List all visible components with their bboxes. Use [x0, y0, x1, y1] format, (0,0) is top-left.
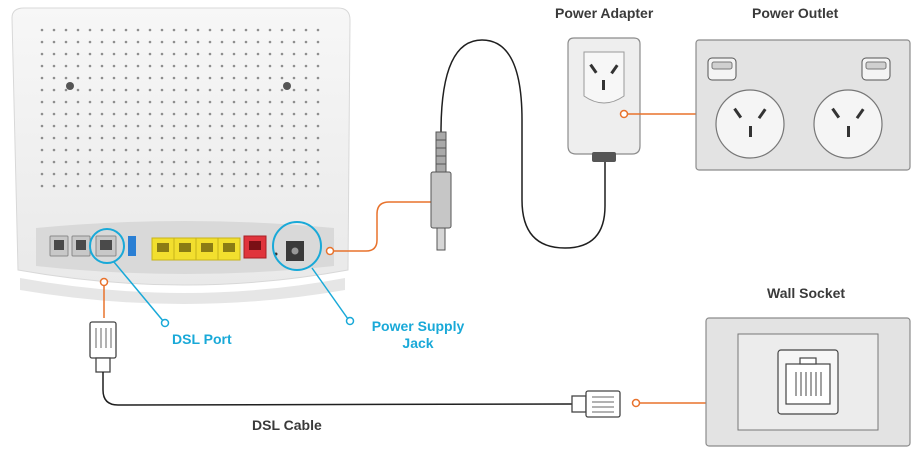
rj11-plug-router-boot	[95, 357, 111, 373]
power-cable	[440, 39, 606, 249]
rj11-plug-router	[89, 321, 117, 373]
rj11-plug-wall	[571, 390, 621, 418]
dsl-cable-label: DSL Cable	[252, 417, 322, 433]
lan-port-1-socket	[157, 243, 169, 252]
wan-port-socket	[249, 241, 261, 250]
power-adapter-socket-face	[583, 51, 625, 104]
power-jack-callout-line	[311, 267, 349, 320]
router-base-shadow	[20, 278, 345, 304]
power-jack-callout-dot	[345, 316, 355, 326]
power-supply-jack-label-line1: Power Supply	[371, 318, 465, 334]
lan-port-2-socket	[179, 243, 191, 252]
dsl-cable	[102, 372, 573, 406]
wall-socket-label: Wall Socket	[767, 285, 846, 301]
power-adapter-label: Power Adapter	[555, 5, 654, 21]
power-adapter	[567, 37, 641, 162]
dsl-port-label: DSL Port	[172, 331, 232, 347]
dsl-port-callout-circle	[89, 228, 125, 264]
dsl-port-callout-line	[113, 261, 165, 323]
usb-port	[128, 236, 136, 256]
power-outlet-label: Power Outlet	[752, 5, 839, 21]
power-supply-jack-label-line2: Jack	[402, 335, 434, 351]
phone-port-1-socket	[54, 240, 64, 250]
dsl-port-socket	[100, 240, 112, 250]
wall-socket	[705, 317, 911, 447]
rj11-plug-wall-body	[585, 390, 621, 418]
wall-callout-dot-plug	[631, 398, 641, 408]
outlet-callout-dot-adapter	[619, 109, 629, 119]
lan-port-4-socket	[223, 243, 235, 252]
outlet-socket-right	[813, 89, 883, 159]
dsl-cable-callout-dot-top	[99, 277, 109, 287]
power-outlet	[695, 39, 911, 171]
power-cable-callout-dot-router	[325, 246, 335, 256]
power-jack-callout-circle	[272, 221, 322, 271]
phone-port-2-socket	[76, 240, 86, 250]
lan-ports	[151, 237, 241, 261]
adapter-cable-exit	[592, 152, 616, 162]
plug-tip	[436, 227, 446, 251]
outlet-socket-left	[715, 89, 785, 159]
plug-body	[430, 171, 452, 229]
lan-port-3-socket	[201, 243, 213, 252]
power-cable-callout-line	[334, 201, 436, 252]
power-jack-pin	[291, 247, 299, 255]
router-vent-grille	[40, 26, 320, 196]
rj11-plug-wall-boot	[571, 395, 587, 413]
rj11-plug-router-body	[89, 321, 117, 359]
barrel-plug	[430, 131, 452, 251]
screw-hole-left	[66, 82, 74, 90]
adapter-pin-left	[589, 63, 598, 74]
adapter-pin-earth	[602, 80, 605, 90]
adapter-pin-right	[610, 64, 619, 75]
screw-hole-right	[283, 82, 291, 90]
power-supply-jack-label: Power Supply Jack	[368, 318, 468, 352]
wall-socket-jack	[785, 363, 831, 405]
dsl-port-callout-dot	[160, 318, 170, 328]
plug-strain-relief	[435, 131, 447, 173]
router	[11, 7, 351, 304]
